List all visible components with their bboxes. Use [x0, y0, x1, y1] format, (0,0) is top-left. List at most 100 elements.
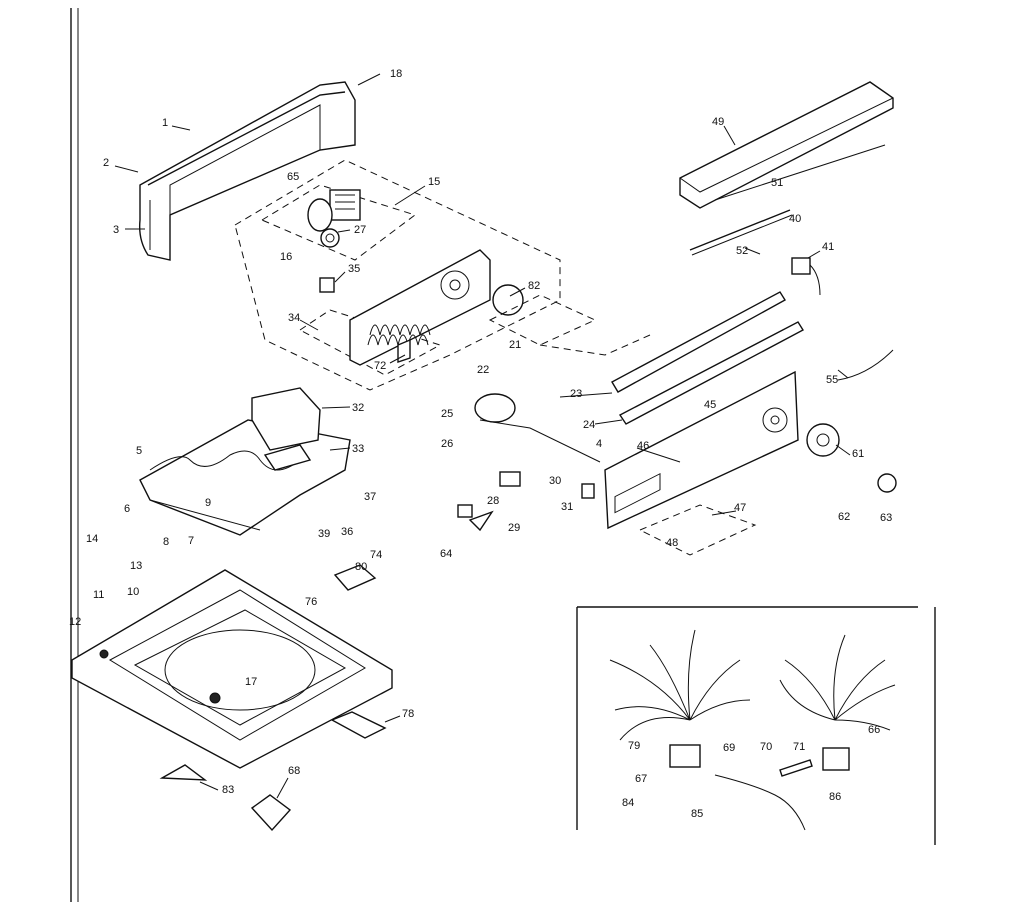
callout-10: 10	[127, 586, 139, 598]
strip-52	[689, 209, 791, 251]
callout-18: 18	[390, 68, 402, 80]
callout-2: 2	[103, 157, 109, 169]
callout-52: 52	[736, 245, 748, 257]
callout-48: 48	[666, 537, 678, 549]
callout-70: 70	[760, 741, 772, 753]
tube-24	[618, 321, 804, 425]
switch-hose	[479, 419, 601, 463]
lid-panel-49	[679, 81, 894, 209]
leader-dash	[539, 334, 651, 356]
group-16-outline	[260, 184, 417, 261]
group-15-outline	[234, 159, 561, 391]
callout-78: 78	[402, 708, 414, 720]
callout-3: 3	[113, 224, 119, 236]
callout-55: 55	[826, 374, 838, 386]
wire-55	[837, 349, 894, 381]
part-86-bottom	[250, 794, 292, 832]
callout-36: 36	[341, 526, 353, 538]
callout-35: 35	[348, 263, 360, 275]
base-frame-11	[71, 569, 393, 769]
callout-74: 74	[370, 549, 382, 561]
callout-14: 14	[86, 533, 98, 545]
callout-29: 29	[508, 522, 520, 534]
callout-63: 63	[880, 512, 892, 524]
callout-85: 85	[691, 808, 703, 820]
callout-9: 9	[205, 497, 211, 509]
callout-45: 45	[704, 399, 716, 411]
callout-16: 16	[280, 251, 292, 263]
callout-1: 1	[162, 117, 168, 129]
callout-32: 32	[352, 402, 364, 414]
housing-32	[251, 387, 321, 451]
callout-71: 71	[793, 741, 805, 753]
callout-7: 7	[188, 535, 194, 547]
callout-39: 39	[318, 528, 330, 540]
console-backsplash	[138, 81, 356, 261]
callout-34: 34	[288, 312, 300, 324]
callout-13: 13	[130, 560, 142, 572]
wiring-inset	[576, 606, 936, 845]
callout-67: 67	[635, 773, 647, 785]
callout-labels: 1 2 3 4 5 6 7 8 9 10 11 12 13 14 15 16 1…	[69, 68, 892, 820]
callout-40: 40	[789, 213, 801, 225]
callout-62: 62	[838, 511, 850, 523]
part-30	[499, 471, 521, 487]
callout-72: 72	[374, 360, 386, 372]
callout-83: 83	[222, 784, 234, 796]
callout-64: 64	[440, 548, 452, 560]
callout-79: 79	[628, 740, 640, 752]
wire-41	[809, 264, 821, 296]
callout-37: 37	[364, 491, 376, 503]
callout-4: 4	[596, 438, 602, 450]
callout-31: 31	[561, 501, 573, 513]
knob-63	[877, 473, 897, 493]
callout-12: 12	[69, 616, 81, 628]
part-29	[468, 510, 494, 532]
group-22-outline	[488, 294, 597, 346]
part-83	[159, 764, 208, 781]
callout-26: 26	[441, 438, 453, 450]
callout-51: 51	[771, 177, 783, 189]
callout-22: 22	[477, 364, 489, 376]
strip-52-edge	[691, 214, 793, 256]
callout-82: 82	[528, 280, 540, 292]
rod-23	[611, 291, 786, 393]
knob-82	[492, 284, 524, 316]
callout-30: 30	[549, 475, 561, 487]
part-31	[581, 483, 595, 499]
group-47-outline	[638, 504, 757, 556]
callout-84: 84	[622, 797, 634, 809]
callout-17: 17	[245, 676, 257, 688]
timer-motor	[307, 189, 361, 248]
leader-lines	[114, 73, 851, 799]
callout-24: 24	[583, 419, 595, 431]
callout-23: 23	[570, 388, 582, 400]
callout-47: 47	[734, 502, 746, 514]
callout-65: 65	[287, 171, 299, 183]
callout-8: 8	[163, 536, 169, 548]
callout-69: 69	[723, 742, 735, 754]
callout-68: 68	[288, 765, 300, 777]
callout-5: 5	[136, 445, 142, 457]
switch-35	[319, 277, 335, 293]
callout-15: 15	[428, 176, 440, 188]
knob-61	[806, 423, 840, 457]
callout-25: 25	[441, 408, 453, 420]
front-panel-46	[604, 370, 799, 530]
callout-86: 86	[829, 791, 841, 803]
callout-21: 21	[509, 339, 521, 351]
clip-72	[397, 338, 411, 363]
callout-33: 33	[352, 443, 364, 455]
callout-66: 66	[868, 724, 880, 736]
part-78	[330, 711, 387, 739]
callout-41: 41	[822, 241, 834, 253]
pressure-switch-25	[474, 393, 516, 423]
callout-6: 6	[124, 503, 130, 515]
callout-49: 49	[712, 116, 724, 128]
part-74	[333, 564, 377, 591]
callout-27: 27	[354, 224, 366, 236]
callout-76: 76	[305, 596, 317, 608]
part-28	[457, 504, 473, 518]
callout-28: 28	[487, 495, 499, 507]
